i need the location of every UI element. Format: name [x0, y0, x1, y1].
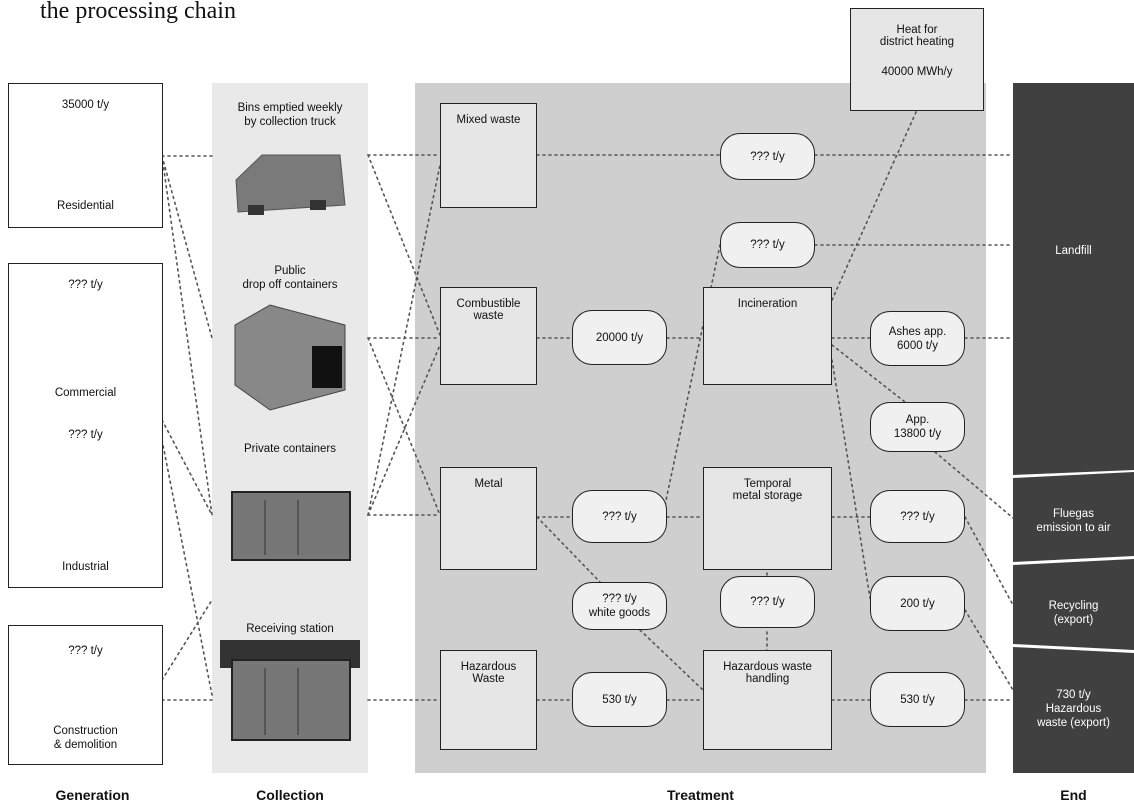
combustible-waste-box: Combustible waste: [440, 287, 537, 385]
flow-pill-fluegas: App.13800 t/y: [870, 402, 965, 452]
flow-incineration-to-heat: [831, 109, 918, 301]
industrial-label: Industrial: [62, 561, 109, 573]
heat-district-box: Heat for district heating 40000 MWh/y: [850, 8, 984, 111]
private-label: Private containers: [243, 443, 337, 455]
flow-residential-to-public: [161, 155, 213, 339]
flow-pill-mixed: ??? t/y: [720, 133, 815, 180]
flow-pill-upper: ??? t/y: [720, 222, 815, 268]
column-label-generation: Generation: [55, 787, 130, 803]
hazardous-waste-handling-box: Hazardous waste handling: [703, 650, 832, 750]
flow-residential-to-private: [161, 155, 213, 516]
flow-pill-200: 200 t/y: [870, 576, 965, 631]
incineration-label: Incineration: [737, 298, 798, 310]
hazardous-label-line2: Waste: [472, 673, 505, 685]
residential-amount: 35000 t/y: [61, 99, 110, 111]
commercial-label: Commercial: [54, 387, 117, 399]
hazardous-label-line1: Hazardous: [460, 661, 517, 673]
flow-construction-to-private: [161, 599, 213, 681]
flow-pill-ashes: Ashes app.6000 t/y: [870, 311, 965, 366]
end-segment-fluegas: [1013, 472, 1134, 562]
flow-pill-hazardous-out: 530 t/y: [870, 672, 965, 727]
column-label-treatment: Treatment: [667, 787, 734, 803]
commercial-amount: ??? t/y: [68, 279, 103, 291]
public-label-line1: Public: [274, 265, 306, 277]
temporal-label-line1: Temporal: [743, 478, 792, 490]
page-caption-fragment: the pro⁠cessing ch⁠a⁠i⁠n: [40, 0, 236, 24]
combustible-label-line2: waste: [473, 310, 504, 322]
bins-label-line1: Bins emptied weekly: [237, 102, 343, 114]
end-landfill-label: Landfill: [1055, 245, 1092, 257]
hw-handling-label-line2: handling: [745, 673, 790, 685]
end-segment-landfill: [1013, 83, 1134, 475]
hazardous-waste-box: Hazardous Waste: [440, 650, 537, 750]
heat-label-line1: Heat for: [896, 24, 938, 36]
mixed-waste-box: Mixed waste: [440, 103, 537, 208]
temporal-label-line2: metal storage: [732, 490, 803, 502]
flow-pill-to-storage: ??? t/y: [720, 576, 815, 628]
temporal-metal-storage-box: Temporal metal storage: [703, 467, 832, 570]
public-label-line2: drop off containers: [242, 279, 338, 291]
bins-label-line2: by collection truck: [244, 116, 336, 128]
end-recycling-label: Recycling(export): [1048, 600, 1099, 626]
source-construction-box: ??? t/y Construction & demolition: [8, 625, 163, 765]
drop-off-container-icon: [234, 304, 346, 411]
mixed-waste-label: Mixed waste: [456, 114, 521, 126]
flow-pill-metal: ??? t/y: [572, 490, 667, 543]
source-commercial-industrial-box: ??? t/y Commercial ??? t/y Industrial: [8, 263, 163, 588]
column-label-end: End: [1060, 787, 1087, 803]
flow-private-to-mixed: [367, 164, 441, 516]
flow-pill-combustible: 20000 t/y: [572, 310, 667, 365]
end-segment-recycling: [1013, 559, 1134, 650]
heat-value: 40000 MWh/y: [881, 66, 953, 78]
flow-public-to-metal: [367, 337, 441, 516]
truck-icon: [235, 154, 346, 215]
hw-handling-label-line1: Hazardous waste: [723, 661, 812, 673]
construction-amount: ??? t/y: [68, 645, 103, 657]
receiving-label: Receiving station: [246, 623, 334, 635]
flow-truck-to-combustible: [367, 154, 441, 336]
flow-industrial-to-receiving: [161, 439, 213, 696]
shop-sign: ИОХshop: [63, 301, 105, 311]
flow-200-to-hazard-end: [964, 609, 1014, 691]
flow-pill-hazardous-in: 530 t/y: [572, 672, 667, 727]
end-segment-hazardous: [1013, 647, 1134, 773]
construction-label-line1: Construction: [53, 725, 118, 737]
column-label-collection: Collection: [256, 787, 324, 803]
flow-commercial-to-private: [161, 419, 213, 516]
receiving-station-icon: [220, 640, 360, 741]
metal-box: Metal: [440, 467, 537, 570]
flow-private-to-combustible: [367, 344, 441, 516]
heat-label-line2: district heating: [879, 36, 955, 48]
flow-fluegas-to-air: [934, 451, 1014, 519]
metal-label: Metal: [474, 478, 503, 490]
flow-pill-metal-recycling: ??? t/y: [870, 490, 965, 543]
incineration-box: Incineration: [703, 287, 832, 385]
flow-whitegoods-to-hw: [639, 629, 704, 691]
residential-label: Residential: [57, 200, 114, 212]
industrial-amount: ??? t/y: [68, 429, 103, 441]
flow-incineration-to-200: [831, 359, 871, 599]
flow-recycling-pill-to-end: [964, 516, 1014, 606]
private-container-icon: [231, 491, 351, 561]
source-residential-box: 35000 t/y Residential: [8, 83, 163, 228]
construction-label-line2: & demolition: [53, 739, 118, 751]
combustible-label-line1: Combustible: [456, 298, 521, 310]
